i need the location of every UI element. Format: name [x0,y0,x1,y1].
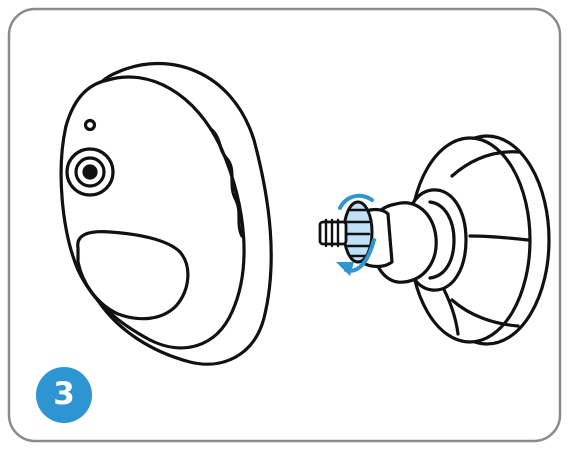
step-number: 3 [53,376,75,412]
mount-screw-icon [318,200,374,264]
lens-center [82,164,98,180]
battery-camera-icon [59,62,273,366]
mount-rib-bottom [450,298,520,328]
lens-ring-outer [65,147,115,197]
pir-sensor-window [76,230,190,321]
rotate-arrow-upper [338,193,374,210]
housing-seam [210,128,244,238]
status-light [83,118,97,132]
rotate-arrow-head [336,262,354,276]
mount-rib-mid [468,234,530,242]
wall-mount-icon [358,134,551,346]
lens-ring-inner [74,156,106,188]
rotate-arrow-icon [336,193,376,276]
step-number-badge: 3 [36,367,92,423]
mount-collar-inner [428,200,456,280]
mount-rib-top [450,150,522,178]
